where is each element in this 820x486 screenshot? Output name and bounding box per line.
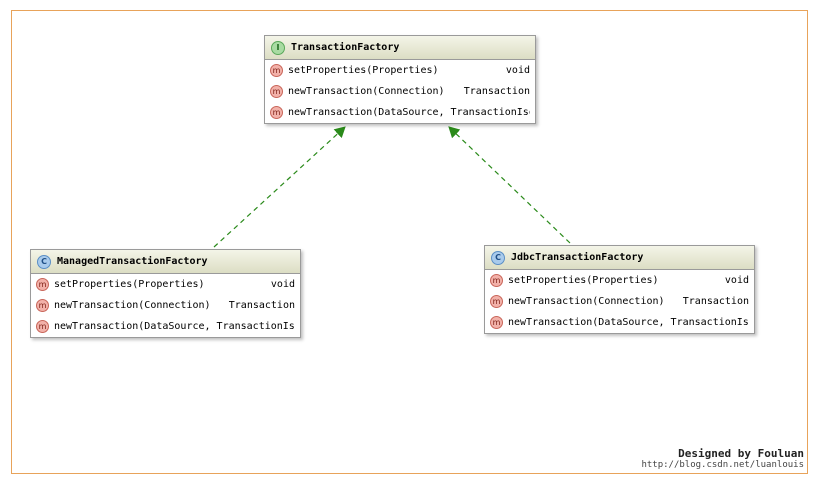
method-signature: newTransaction(Connection) [508, 296, 665, 307]
method-signature: setProperties(Properties) [508, 275, 659, 286]
method-icon: m [270, 64, 283, 77]
method-signature: newTransaction(Connection) [54, 300, 211, 311]
managed-transaction-factory-class[interactable]: C ManagedTransactionFactory m setPropert… [30, 249, 301, 338]
method-signature: setProperties(Properties) [288, 65, 439, 76]
method-icon: m [270, 106, 283, 119]
transaction-factory-name: TransactionFactory [291, 42, 400, 53]
method-row[interactable]: m newTransaction(Connection) Transaction [265, 81, 535, 102]
transaction-factory-header: I TransactionFactory [265, 36, 535, 60]
method-row[interactable]: m newTransaction(DataSource, Transaction… [485, 312, 754, 333]
method-return-type: void [270, 279, 295, 290]
transaction-factory-interface[interactable]: I TransactionFactory m setProperties(Pro… [264, 35, 536, 124]
method-return-type: Transaction [463, 86, 530, 97]
method-signature: newTransaction(DataSource, TransactionIs… [54, 321, 295, 332]
method-icon: m [490, 295, 503, 308]
method-signature: newTransaction(DataSource, TransactionIs… [288, 107, 530, 118]
method-signature: newTransaction(Connection) [288, 86, 445, 97]
diagram-frame [11, 10, 808, 474]
jdbc-transaction-factory-class[interactable]: C JdbcTransactionFactory m setProperties… [484, 245, 755, 334]
managed-transaction-factory-header: C ManagedTransactionFactory [31, 250, 300, 274]
watermark: Designed by Fouluan http://blog.csdn.net… [641, 447, 804, 470]
jdbc-implements-arrow [448, 126, 571, 244]
method-return-type: void [724, 275, 749, 286]
method-signature: setProperties(Properties) [54, 279, 205, 290]
interface-icon: I [271, 40, 285, 55]
method-return-type: Transaction [228, 300, 295, 311]
method-row[interactable]: m newTransaction(DataSource, Transaction… [265, 102, 535, 123]
method-row[interactable]: m newTransaction(DataSource, Transaction… [31, 316, 300, 337]
method-row[interactable]: m setProperties(Properties) void [485, 270, 754, 291]
watermark-url: http://blog.csdn.net/luanlouis [641, 460, 804, 470]
method-row[interactable]: m setProperties(Properties) void [265, 60, 535, 81]
jdbc-transaction-factory-name: JdbcTransactionFactory [511, 252, 644, 263]
method-return-type: Transaction [682, 296, 749, 307]
method-icon: m [36, 299, 49, 312]
method-icon: m [270, 85, 283, 98]
method-signature: newTransaction(DataSource, TransactionIs… [508, 317, 749, 328]
method-icon: m [490, 316, 503, 329]
method-row[interactable]: m newTransaction(Connection) Transaction [31, 295, 300, 316]
class-icon: C [491, 250, 505, 265]
watermark-author: Designed by Fouluan [678, 447, 804, 460]
method-icon: m [36, 320, 49, 333]
method-icon: m [36, 278, 49, 291]
jdbc-transaction-factory-header: C JdbcTransactionFactory [485, 246, 754, 270]
method-icon: m [490, 274, 503, 287]
method-row[interactable]: m newTransaction(Connection) Transaction [485, 291, 754, 312]
managed-transaction-factory-name: ManagedTransactionFactory [57, 256, 208, 267]
class-icon: C [37, 254, 51, 269]
method-return-type: void [505, 65, 530, 76]
managed-implements-arrow [213, 126, 346, 248]
method-row[interactable]: m setProperties(Properties) void [31, 274, 300, 295]
